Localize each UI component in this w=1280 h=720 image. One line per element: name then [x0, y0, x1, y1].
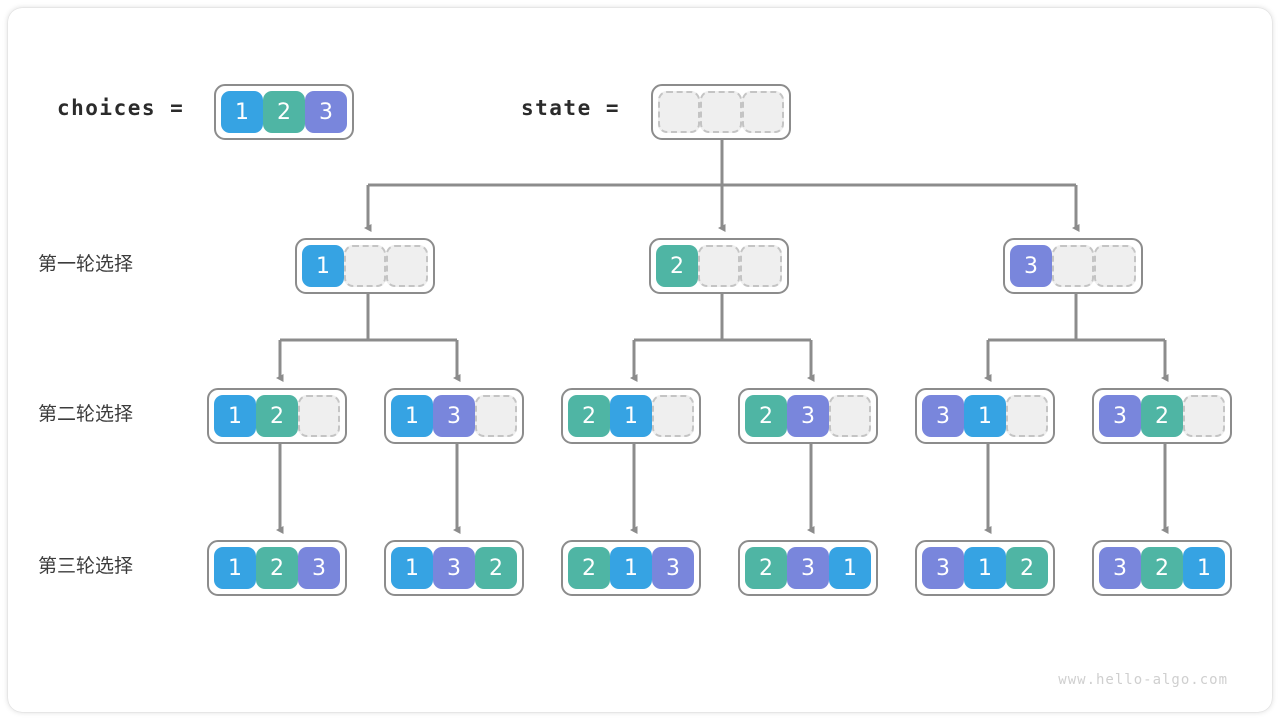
- watermark: www.hello-algo.com: [1058, 672, 1228, 688]
- level2-node-2-cell-2: [652, 395, 694, 437]
- level2-node-0-cell-1: 2: [256, 395, 298, 437]
- level3-node-0-cell-0: 1: [214, 547, 256, 589]
- level2-node-1-cell-1: 3: [433, 395, 475, 437]
- level2-node-2-cell-1: 1: [610, 395, 652, 437]
- diagram-card: [8, 8, 1272, 712]
- level1-node-1-cell-2: [740, 245, 782, 287]
- level3-node-4: 3 1 2: [915, 540, 1055, 596]
- level3-node-1-cell-2: 2: [475, 547, 517, 589]
- level2-node-5-cell-1: 2: [1141, 395, 1183, 437]
- level3-node-3-cell-1: 3: [787, 547, 829, 589]
- level1-node-2-cell-0: 3: [1010, 245, 1052, 287]
- level2-node-4-cell-2: [1006, 395, 1048, 437]
- row-label-round-3: 第三轮选择: [38, 555, 134, 577]
- level1-node-0-cell-2: [386, 245, 428, 287]
- level2-node-3-cell-0: 2: [745, 395, 787, 437]
- state-label: state =: [521, 96, 621, 120]
- level2-node-5-cell-2: [1183, 395, 1225, 437]
- level1-node-0: 1: [295, 238, 435, 294]
- level1-node-0-cell-0: 1: [302, 245, 344, 287]
- level2-node-0-cell-0: 1: [214, 395, 256, 437]
- level1-node-2-cell-2: [1094, 245, 1136, 287]
- level3-node-2-cell-1: 1: [610, 547, 652, 589]
- row-label-round-1: 第一轮选择: [38, 253, 134, 275]
- level2-node-3: 2 3: [738, 388, 878, 444]
- level2-node-1: 1 3: [384, 388, 524, 444]
- choices-cell-1: 2: [263, 91, 305, 133]
- level1-node-1-cell-0: 2: [656, 245, 698, 287]
- level3-node-3: 2 3 1: [738, 540, 878, 596]
- level3-node-5: 3 2 1: [1092, 540, 1232, 596]
- state-cell-2: [742, 91, 784, 133]
- level1-node-1-cell-1: [698, 245, 740, 287]
- level2-node-4: 3 1: [915, 388, 1055, 444]
- level2-node-0-cell-2: [298, 395, 340, 437]
- level3-node-0: 1 2 3: [207, 540, 347, 596]
- level2-node-1-cell-0: 1: [391, 395, 433, 437]
- choices-array: 1 2 3: [214, 84, 354, 140]
- level3-node-3-cell-2: 1: [829, 547, 871, 589]
- level2-node-5-cell-0: 3: [1099, 395, 1141, 437]
- level2-node-3-cell-1: 3: [787, 395, 829, 437]
- state-cell-0: [658, 91, 700, 133]
- level3-node-1-cell-1: 3: [433, 547, 475, 589]
- level3-node-4-cell-0: 3: [922, 547, 964, 589]
- choices-label: choices =: [57, 96, 185, 120]
- level3-node-2-cell-2: 3: [652, 547, 694, 589]
- level2-node-3-cell-2: [829, 395, 871, 437]
- choices-cell-2: 3: [305, 91, 347, 133]
- level2-node-4-cell-0: 3: [922, 395, 964, 437]
- level3-node-5-cell-0: 3: [1099, 547, 1141, 589]
- choices-cell-0: 1: [221, 91, 263, 133]
- level2-node-1-cell-2: [475, 395, 517, 437]
- state-cell-1: [700, 91, 742, 133]
- level3-node-4-cell-2: 2: [1006, 547, 1048, 589]
- level1-node-1: 2: [649, 238, 789, 294]
- level2-node-0: 1 2: [207, 388, 347, 444]
- level2-node-5: 3 2: [1092, 388, 1232, 444]
- row-label-round-2: 第二轮选择: [38, 403, 134, 425]
- level1-node-0-cell-1: [344, 245, 386, 287]
- level3-node-4-cell-1: 1: [964, 547, 1006, 589]
- level2-node-4-cell-1: 1: [964, 395, 1006, 437]
- level3-node-2: 2 1 3: [561, 540, 701, 596]
- level1-node-2-cell-1: [1052, 245, 1094, 287]
- level3-node-5-cell-2: 1: [1183, 547, 1225, 589]
- level2-node-2-cell-0: 2: [568, 395, 610, 437]
- level2-node-2: 2 1: [561, 388, 701, 444]
- level3-node-1-cell-0: 1: [391, 547, 433, 589]
- level3-node-0-cell-1: 2: [256, 547, 298, 589]
- level3-node-2-cell-0: 2: [568, 547, 610, 589]
- level3-node-5-cell-1: 2: [1141, 547, 1183, 589]
- state-array: [651, 84, 791, 140]
- level3-node-1: 1 3 2: [384, 540, 524, 596]
- level3-node-0-cell-2: 3: [298, 547, 340, 589]
- level1-node-2: 3: [1003, 238, 1143, 294]
- level3-node-3-cell-0: 2: [745, 547, 787, 589]
